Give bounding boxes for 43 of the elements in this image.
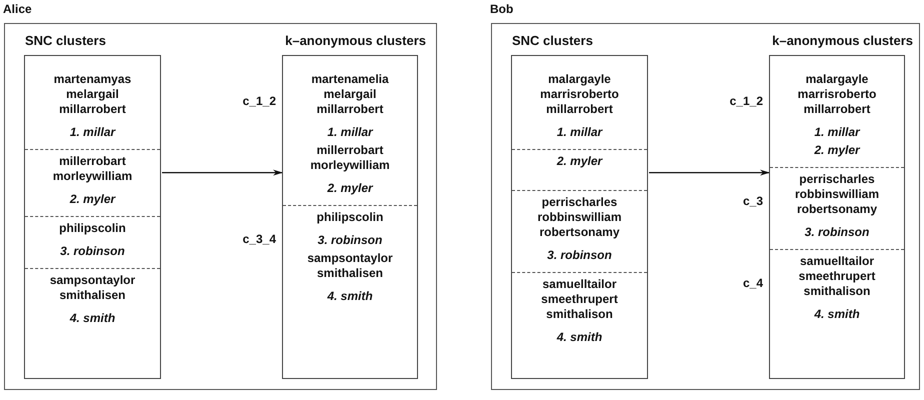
cluster-label: 4. smith — [814, 307, 860, 322]
column-heading: k–anonymous clusters — [285, 33, 426, 48]
cluster-label: 2. myler — [70, 192, 116, 207]
name-list: sampsontaylor smithalisen — [307, 251, 393, 281]
name-list: philipscolin — [59, 221, 126, 236]
cluster-label: 2. myler — [814, 143, 860, 158]
cluster-id: c_1_2 — [242, 94, 276, 108]
name-list: sampsontaylor smithalisen — [50, 273, 136, 303]
cluster-id: c_1_2 — [730, 94, 763, 108]
name-list: samuelltailor smeethrupert smithalison — [541, 277, 618, 322]
cluster-label: 3. robinson — [318, 233, 382, 248]
cluster-label: 4. smith — [70, 311, 116, 326]
name-list: perrischarles robbinswilliam robertsonamy — [794, 172, 879, 217]
name-list: samuelltailor smeethrupert smithalison — [798, 254, 876, 299]
column-heading: SNC clusters — [25, 33, 106, 48]
cluster-label: 1. millar — [814, 125, 860, 140]
name-list: millerrobart morleywilliam — [52, 154, 132, 184]
name-list: millerrobart morleywilliam — [310, 143, 390, 173]
column-heading: k–anonymous clusters — [772, 33, 913, 48]
cluster-id: c_3 — [742, 194, 763, 208]
arrow — [162, 170, 283, 176]
cluster-label: 1. millar — [556, 125, 602, 140]
cluster-label: 2. myler — [327, 181, 373, 196]
cluster-label: 1. millar — [327, 125, 373, 140]
name-list: philipscolin — [316, 210, 384, 225]
cluster-label: 4. smith — [556, 330, 602, 345]
panel-title: Alice — [3, 2, 32, 16]
name-list: perrischarles robbinswilliam robertsonamy — [537, 195, 622, 240]
cluster-label: 3. robinson — [804, 225, 870, 240]
cluster-label: 2. myler — [556, 154, 602, 169]
name-list: malargayle marrisroberto millarrobert — [540, 72, 619, 117]
cluster-label: 3. robinson — [60, 244, 125, 259]
cluster-id: c_3_4 — [242, 232, 276, 246]
column-heading: SNC clusters — [512, 33, 593, 48]
name-list: martenamyas melargail millarrobert — [54, 72, 132, 117]
cluster-label: 3. robinson — [547, 248, 612, 263]
cluster-label: 4. smith — [327, 289, 373, 304]
cluster-id: c_4 — [742, 276, 763, 290]
name-list: malargayle marrisroberto millarrobert — [798, 72, 876, 117]
name-list: martenamelia melargail millarrobert — [311, 72, 389, 117]
panel-title: Bob — [490, 2, 514, 16]
cluster-label: 1. millar — [70, 125, 116, 140]
arrow — [649, 170, 770, 176]
